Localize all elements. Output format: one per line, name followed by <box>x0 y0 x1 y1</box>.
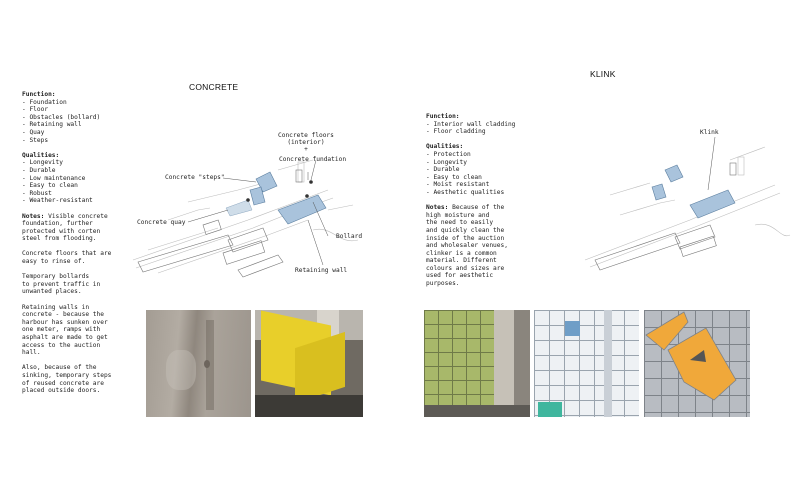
note-paragraph-line: asphalt are made to get <box>22 334 108 341</box>
note-paragraph-line: sinking, temporary steps <box>22 371 112 379</box>
function-heading: Function: <box>22 91 56 98</box>
note-paragraph-line: Also, because of the <box>22 364 97 372</box>
function-item: - Interior wall cladding <box>426 120 516 128</box>
note-paragraph-line: of reused concrete are <box>22 379 104 387</box>
map-label-retaining-wall: Retaining wall <box>295 267 348 274</box>
note-paragraph-line: Retaining walls in <box>22 303 90 311</box>
notes-text: protected with corten <box>22 227 101 235</box>
notes-line: Notes: Because of the <box>426 204 541 212</box>
concrete-page: CONCRETE Function:- Foundation- Floor- O… <box>22 82 363 417</box>
quality-item: - Protection <box>426 150 471 158</box>
qualities-heading: Qualities: <box>426 143 464 151</box>
notes-text: and quickly clean the <box>426 226 505 234</box>
notes-text: Visible concrete <box>48 212 108 220</box>
notes-text: steel from flooding. <box>22 235 97 243</box>
notes-line: Notes: Visible concrete <box>22 213 134 221</box>
note-paragraph-line: easy to rinse of. <box>22 258 86 266</box>
function-item: - Floor <box>22 106 49 114</box>
notes-heading: Notes: <box>22 212 45 220</box>
white-blue-tile-photo <box>534 310 639 417</box>
note-paragraph-line: access to the auction <box>22 341 101 349</box>
klink-page: KLINK Function:- Interior wall cladding-… <box>402 0 804 503</box>
notes-text: foundation, further <box>22 220 93 228</box>
notes-text: the need to easily <box>426 219 494 227</box>
note-paragraph-line: concrete - because the <box>22 311 104 319</box>
quality-item: - Weather-resistant <box>22 197 93 205</box>
yellow-concrete-bollard-photo <box>255 310 363 417</box>
quality-item: - Durable <box>22 166 56 174</box>
concrete-text-column: Function:- Foundation- Floor- Obstacles … <box>22 91 134 395</box>
quality-item: - Longevity <box>22 159 63 167</box>
notes-text: purposes. <box>426 280 460 288</box>
notes-text: and wholesaler venues, <box>426 242 508 250</box>
note-paragraph-line: placed outside doors. <box>22 387 101 395</box>
note-paragraph-line: to prevent traffic in <box>22 280 101 288</box>
notes-text: Because of the <box>452 204 505 212</box>
quality-item: - Moist resistant <box>426 181 490 189</box>
note-paragraph-line: Concrete floors that are <box>22 250 112 258</box>
concrete-site-plan <box>132 159 359 278</box>
map-label-concrete-foundation: Concrete fundation <box>279 156 347 163</box>
function-item: - Quay <box>22 128 45 136</box>
quality-item: - Easy to clean <box>426 173 482 181</box>
orange-tile-floor-photo <box>644 310 750 417</box>
quality-item: - Aesthetic qualities <box>426 188 505 196</box>
klink-title: KLINK <box>590 69 616 79</box>
map-label-concrete-floors: Concrete floors (interior) + <box>278 132 334 154</box>
quality-item: - Longevity <box>426 158 467 166</box>
function-heading: Function: <box>426 113 460 120</box>
map-label-klink: Klink <box>700 129 719 136</box>
note-paragraph-line: Temporary bollards <box>22 273 90 281</box>
notes-text: used for aesthetic <box>426 272 494 280</box>
notes-text: material. Different <box>426 257 497 265</box>
function-item: - Obstacles (bollard) <box>22 113 101 121</box>
map-label-concrete-steps: Concrete "steps" <box>165 174 225 181</box>
map-label-concrete-quay: Concrete quay <box>137 219 186 226</box>
quality-item: - Robust <box>22 189 52 197</box>
notes-text: clinker is a common <box>426 249 497 257</box>
quality-item: - Low maintenance <box>22 174 86 182</box>
function-item: - Retaining wall <box>22 121 82 129</box>
map-label-bollard: Bollard <box>336 233 363 240</box>
note-paragraph-line: harbour has sunken over <box>22 318 108 326</box>
qualities-heading: Qualities: <box>22 151 60 159</box>
concrete-title: CONCRETE <box>189 82 239 92</box>
orange-tile-pattern <box>645 311 737 401</box>
note-paragraph-line: hall. <box>22 349 41 357</box>
klink-text-column: Function:- Interior wall cladding- Floor… <box>426 113 541 288</box>
notes-text: colours and sizes are <box>426 264 505 272</box>
notes-heading: Notes: <box>426 204 449 212</box>
note-paragraph-line: one meter, ramps with <box>22 326 101 334</box>
notes-text: inside of the auction <box>426 234 505 242</box>
quality-item: - Easy to clean <box>22 182 78 190</box>
function-item: - Floor cladding <box>426 128 486 136</box>
function-item: - Steps <box>22 136 49 144</box>
notes-text: high moisture and <box>426 211 490 219</box>
note-paragraph-line: unwanted places. <box>22 288 82 296</box>
concrete-wall-photo <box>146 310 251 417</box>
klink-site-plan <box>584 136 791 271</box>
quality-item: - Durable <box>426 166 460 174</box>
function-item: - Foundation <box>22 98 67 106</box>
green-tile-pillar-photo <box>424 310 530 417</box>
